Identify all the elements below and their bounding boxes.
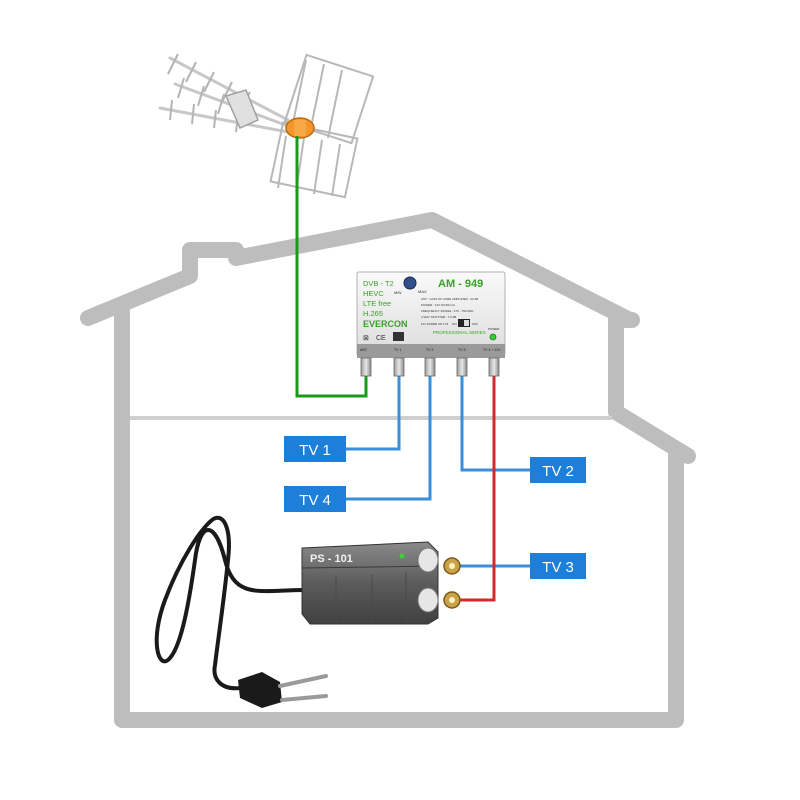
switch-label: 12V POWER ON TV4 [421,322,449,326]
amp-spec: POWER : 12V DC/80 mA [421,303,455,307]
house-roof [80,212,638,328]
amp-brand: EVERCON [363,319,408,329]
amp-model: AM - 949 [438,278,483,290]
ce-mark-icon: CE [376,335,386,342]
switch-off-label: OFF [472,322,478,326]
tv2-label: TV 2 [530,457,586,483]
amp-spec: 4 WAY SPLITTER : 7,5 dB [421,315,456,319]
port-label: TV 2 [426,348,433,352]
amp-spec: ANT : GAIN OF CORE AMPLIFIER : 40 dB [421,297,478,301]
tv1-label: TV 1 [284,436,346,462]
tv2-cable [460,376,530,472]
tv1-cable [346,376,401,451]
gain-knob-icon [403,276,417,290]
amp-feature: HEVC [363,289,384,298]
euro-plug-icon [238,672,328,708]
tv3-label: TV 3 [530,553,586,579]
house-outline [80,212,696,728]
psu-model: PS - 101 [310,553,353,565]
amp-feature: LTE free [363,299,391,308]
power-supply-ps-101: PS - 101 [154,515,461,708]
amplifier-am-949: DVB - T2 HEVC LTE free H.265 EVERCON MIN… [356,271,506,377]
power-led-label: POWER [488,327,500,331]
knob-max-label: MAX [418,289,427,294]
weee-icon: ⊠ [363,335,369,342]
tv4-label-text: TV 4 [299,492,331,509]
tv2-label-text: TV 2 [542,463,574,480]
amp-series: PROFESSIONAL SERIES [433,330,486,335]
house-right-step [608,312,696,464]
antenna-cable [295,136,368,398]
knob-min-label: MIN [394,290,401,295]
tv4-cable [346,376,432,501]
power-led-icon [489,333,497,341]
f-connectors [360,357,500,377]
amp-feature: DVB - T2 [363,279,394,288]
port-label: TV 3 [458,348,465,352]
cables [295,136,530,602]
tv1-label-text: TV 1 [299,442,331,459]
antenna-icon [158,53,375,199]
amp-spec: FREQUENCY RANGE : 470 - 790 MHz [421,309,474,313]
amp-feature: H.265 [363,309,383,318]
ite-logo-icon [393,332,404,341]
tv4-label: TV 4 [284,486,346,512]
tv3-label-text: TV 3 [542,559,574,576]
port-label: TV 4 + 12V [483,348,501,352]
power-cable [460,376,496,602]
psu-led-icon [399,553,405,559]
power-cord [154,515,307,691]
port-label: TV 1 [394,348,401,352]
house-walls [114,304,684,728]
switch-on-label: ON [452,322,457,326]
port-label: ANT [360,348,368,352]
